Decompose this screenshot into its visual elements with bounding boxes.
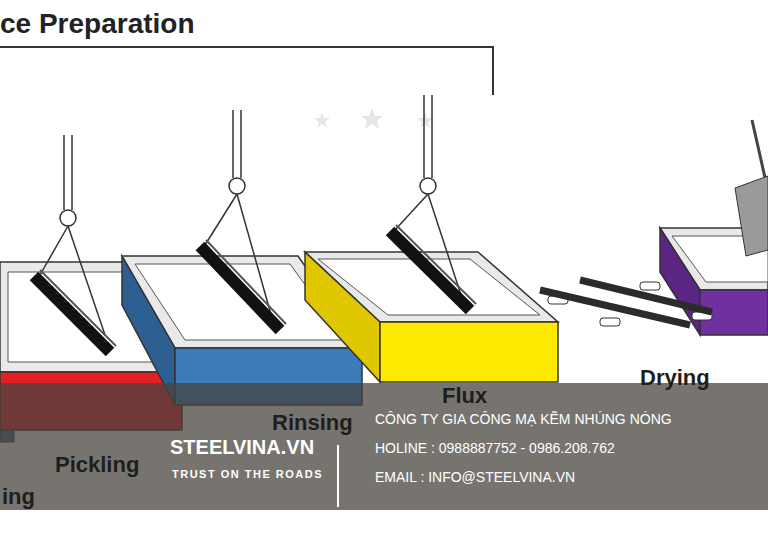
- hoist-rinsing: [200, 110, 286, 330]
- drying-rack: [540, 280, 712, 326]
- banner-divider: [337, 445, 339, 507]
- brand-text: TRUST ON THE ROADS: [172, 468, 323, 480]
- step-label: Drying: [640, 365, 710, 391]
- step-label: Pickling: [55, 452, 139, 478]
- company-banner: STEELVINA.VN TRUST ON THE ROADS CÔNG TY GI…: [0, 383, 768, 510]
- step-label: Flux: [442, 383, 487, 409]
- hoist-flux: [390, 95, 476, 310]
- brand-text: STEELVINA.VN: [170, 436, 314, 459]
- title-bracket: [0, 47, 493, 95]
- step-label: ing: [2, 484, 35, 510]
- stars: [314, 108, 433, 129]
- contact-text: EMAIL : INFO@STEELVINA.VN: [375, 469, 575, 485]
- step-label: Rinsing: [272, 410, 353, 436]
- contact-text: HOLINE : 0988887752 - 0986.208.762: [375, 440, 615, 456]
- diagram-title: ce Preparation: [0, 8, 195, 40]
- hoist-pickling: [34, 135, 116, 352]
- contact-text: CÔNG TY GIA CÔNG MẠ KẼM NHÚNG NÓNG: [375, 411, 672, 427]
